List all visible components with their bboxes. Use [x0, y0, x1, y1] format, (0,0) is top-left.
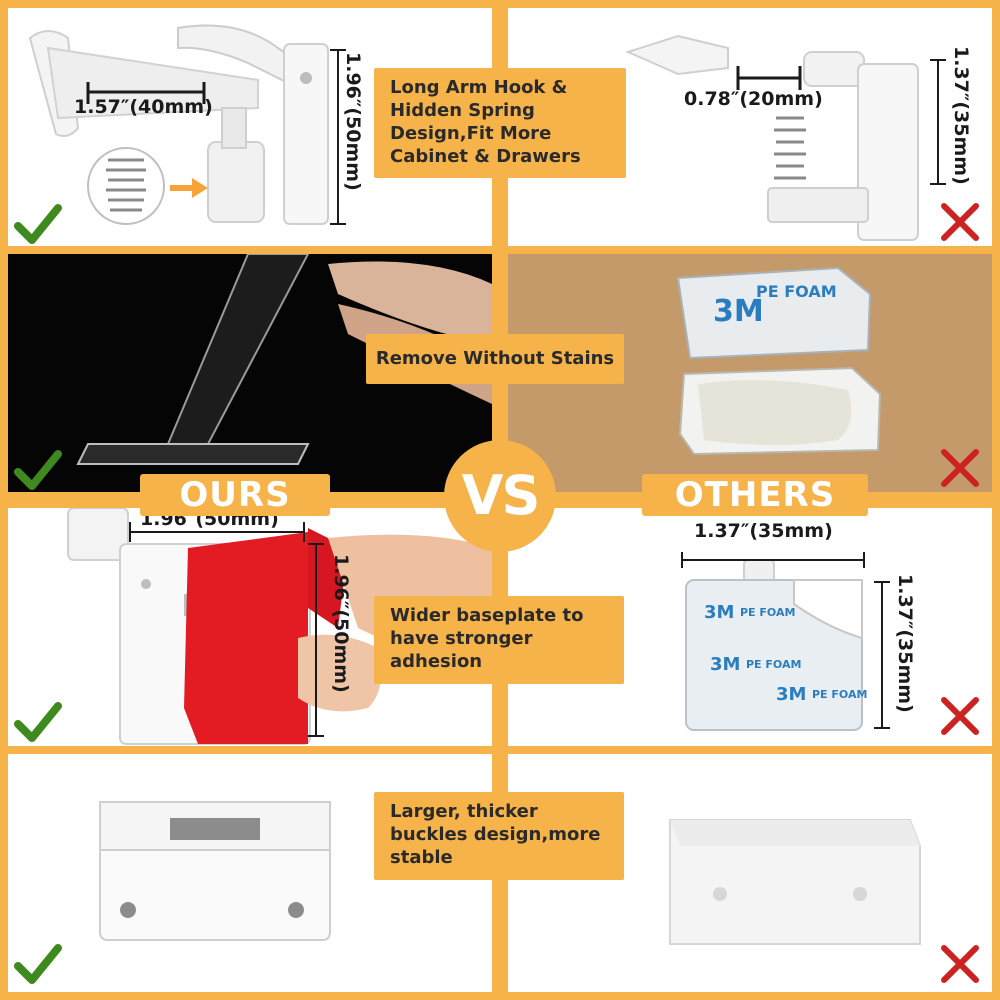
cross-mark-icon	[936, 198, 984, 246]
cross-mark-icon	[936, 444, 984, 492]
ours-hook-illustration	[28, 24, 346, 225]
others-base-height: 1.37″(35mm)	[894, 574, 916, 713]
hook-callout-line-1: Long Arm Hook &	[390, 77, 568, 98]
baseplate-callout-line-3: adhesion	[390, 651, 483, 672]
check-mark-icon	[14, 940, 62, 988]
foam-text-1: PE FOAM	[740, 606, 796, 619]
ours-label: OURS	[140, 474, 330, 516]
vs-badge: VS	[444, 440, 556, 552]
ours-buckle-illustration	[99, 801, 331, 941]
others-hook-height: 1.37″(35mm)	[950, 46, 972, 185]
foam-residue-illustration	[676, 266, 882, 456]
stains-callout: Remove Without Stains	[366, 334, 624, 384]
others-buckle-illustration	[669, 819, 921, 945]
ours-baseplate-illustration	[67, 508, 492, 745]
buckles-callout-line-2: buckles design,more	[390, 824, 601, 845]
others-baseplate-illustration	[681, 552, 890, 731]
foam-logo-2: 3M	[710, 654, 741, 675]
ours-arm-length: 1.57″(40mm)	[74, 96, 213, 118]
foam-logo-1: 3M	[704, 602, 735, 623]
hook-callout-line-3: Design,Fit More	[390, 123, 552, 144]
others-label: OTHERS	[642, 474, 868, 516]
check-mark-icon	[14, 698, 62, 746]
foam-logo-top: 3M	[713, 294, 764, 329]
buckles-callout: Larger, thicker buckles design,more stab…	[374, 792, 624, 880]
baseplate-callout-line-1: Wider baseplate to	[390, 605, 584, 626]
buckles-callout-line-1: Larger, thicker	[390, 801, 538, 822]
others-arm-length: 0.78″(20mm)	[684, 88, 823, 110]
hook-callout-line-4: Cabinet & Drawers	[390, 146, 581, 167]
foam-text-2: PE FOAM	[746, 658, 802, 671]
ours-adhesive-panel	[8, 254, 492, 492]
foam-logo-3: 3M	[776, 684, 807, 705]
others-base-width: 1.37″(35mm)	[694, 520, 833, 542]
ours-base-height: 1.96″(50mm)	[330, 554, 352, 693]
baseplate-callout: Wider baseplate to have stronger adhesio…	[374, 596, 624, 684]
hook-callout-line-2: Hidden Spring	[390, 100, 535, 121]
hook-callout: Long Arm Hook & Hidden Spring Design,Fit…	[374, 68, 626, 178]
foam-text-3: PE FOAM	[812, 688, 868, 701]
check-mark-icon	[14, 446, 62, 492]
cross-mark-icon	[936, 692, 984, 740]
ours-hook-height: 1.96″(50mm)	[342, 52, 364, 191]
foam-text-top: PE FOAM	[756, 282, 837, 301]
buckles-callout-line-3: stable	[390, 847, 453, 868]
others-hook-illustration	[625, 34, 946, 241]
check-mark-icon	[14, 200, 62, 246]
cross-mark-icon	[936, 940, 984, 988]
baseplate-callout-line-2: have stronger	[390, 628, 533, 649]
